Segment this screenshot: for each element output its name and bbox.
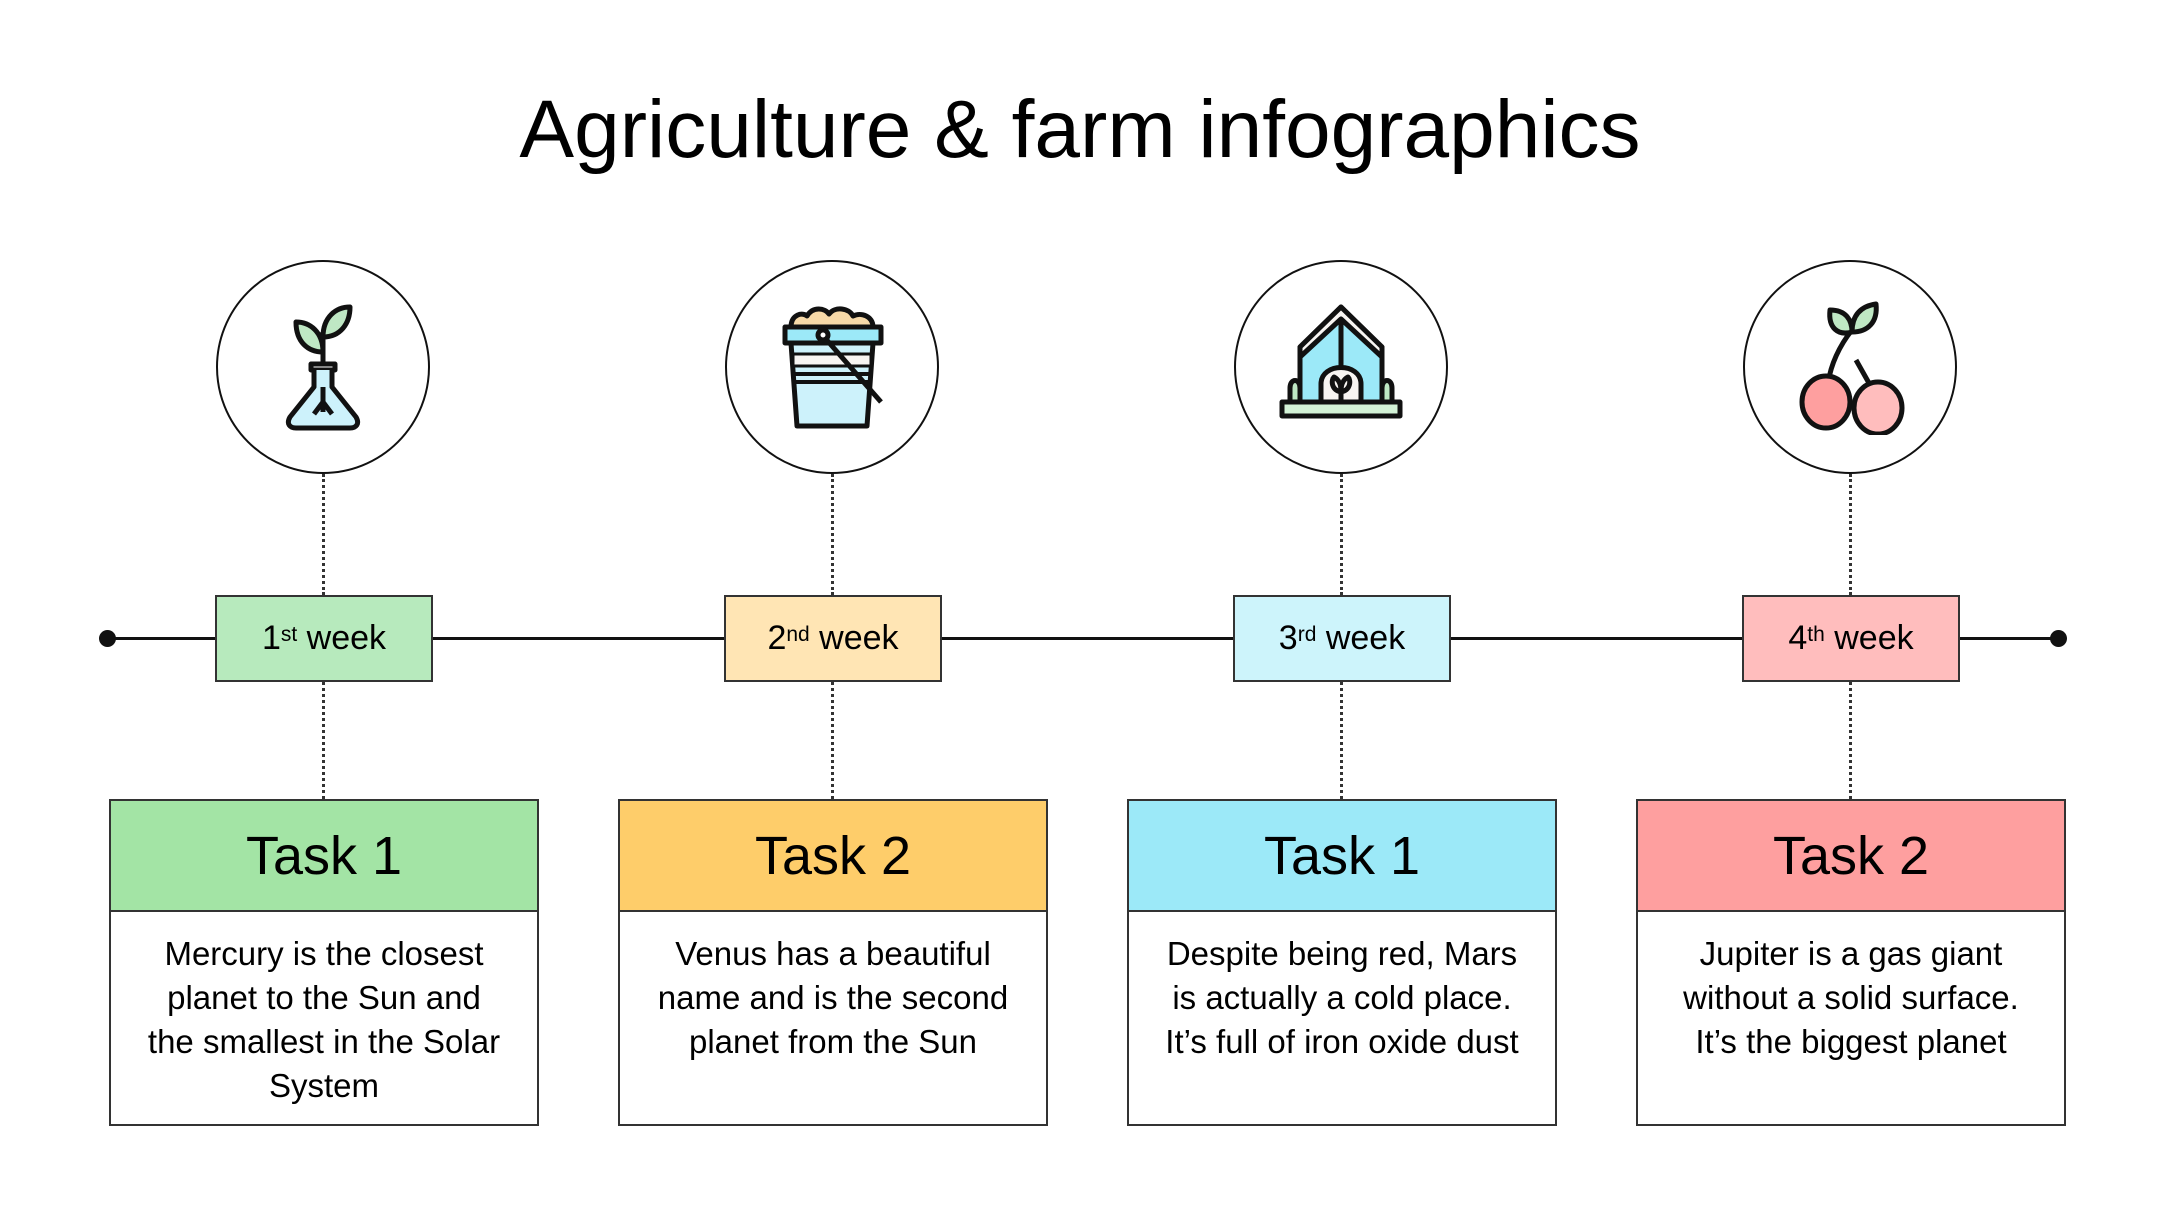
task-description: Despite being red, Mars is actually a co… xyxy=(1165,935,1519,1060)
icon-circle xyxy=(1743,260,1957,474)
week-text: week xyxy=(1325,619,1406,657)
task-title: Task 2 xyxy=(620,801,1046,912)
plant-flask-icon xyxy=(285,304,361,431)
connector-dotted xyxy=(831,682,834,799)
timeline-line xyxy=(107,637,2059,640)
connector-dotted xyxy=(831,474,834,595)
soil-bucket-icon xyxy=(782,306,884,429)
week-text: week xyxy=(306,619,387,657)
week-text: week xyxy=(1834,619,1914,657)
connector-dotted xyxy=(1849,682,1852,799)
task-title: Task 1 xyxy=(111,801,537,912)
task-description: Venus has a beautiful name and is the se… xyxy=(657,935,1009,1060)
timeline-end-dot xyxy=(2050,630,2067,647)
task-title: Task 2 xyxy=(1638,801,2064,912)
week-ordinal-suffix: st xyxy=(280,622,298,646)
page-title: Agriculture & farm infographics xyxy=(519,84,1641,175)
task-card: Task 1 Mercury is the closest planet to … xyxy=(109,799,539,1126)
cherry-icon xyxy=(1799,301,1905,435)
week-number: 1 xyxy=(261,619,281,657)
week-ordinal-suffix: nd xyxy=(786,622,810,646)
week-number: 3 xyxy=(1278,619,1298,657)
greenhouse-icon xyxy=(1279,304,1403,419)
week-number: 4 xyxy=(1788,619,1808,657)
task-card: Task 2 Jupiter is a gas giant without a … xyxy=(1636,799,2066,1126)
task-description: Mercury is the closest planet to the Sun… xyxy=(147,935,501,1104)
timeline-start-dot xyxy=(99,630,116,647)
task-description: Jupiter is a gas giant without a solid s… xyxy=(1683,935,2019,1060)
connector-dotted xyxy=(1340,682,1343,799)
icon-circle xyxy=(725,260,939,474)
connector-dotted xyxy=(322,682,325,799)
connector-dotted xyxy=(322,474,325,595)
week-number: 2 xyxy=(767,619,787,657)
connector-dotted xyxy=(1340,474,1343,595)
task-card: Task 1 Despite being red, Mars is actual… xyxy=(1127,799,1557,1126)
task-card: Task 2 Venus has a beautiful name and is… xyxy=(618,799,1048,1126)
icon-circle xyxy=(216,260,430,474)
task-title: Task 1 xyxy=(1129,801,1555,912)
week-ordinal-suffix: th xyxy=(1807,622,1825,646)
week-ordinal-suffix: rd xyxy=(1297,622,1317,646)
week-text: week xyxy=(819,619,899,657)
icon-circle xyxy=(1234,260,1448,474)
connector-dotted xyxy=(1849,474,1852,595)
